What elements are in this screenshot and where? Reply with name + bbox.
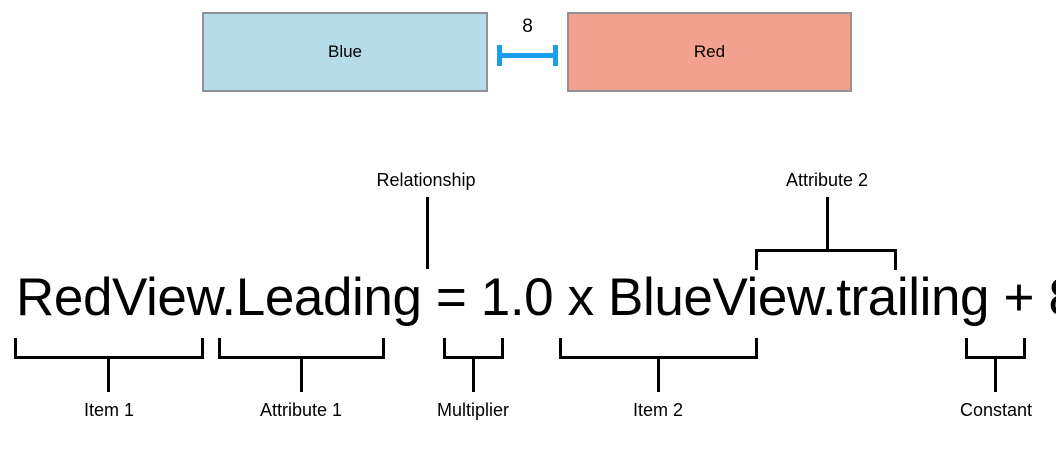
bracket-tick-right (755, 338, 758, 356)
bracket-stem (472, 359, 475, 392)
bracket-tick-right (501, 338, 504, 356)
constraint-formula: RedView.Leading = 1.0 x BlueView.trailin… (16, 268, 1056, 327)
spacing-bar (497, 53, 558, 58)
bracket-stem (300, 359, 303, 392)
item1-bracket (14, 338, 204, 392)
bracket-tick-left (218, 338, 221, 356)
attribute2-stem (826, 197, 829, 249)
spacing-indicator (497, 45, 558, 66)
spacing-cap-right (553, 45, 558, 66)
annotation-relationship-label: Relationship (376, 170, 476, 190)
blue-view-box: Blue (202, 12, 488, 92)
bracket-tick-right (201, 338, 204, 356)
bracket-bar (755, 249, 897, 252)
bracket-stem (657, 359, 660, 392)
bracket-stem (994, 359, 997, 392)
bracket-bar (443, 356, 504, 359)
relationship-stem (426, 197, 429, 269)
bracket-tick-left (559, 338, 562, 356)
attribute1-bracket (218, 338, 385, 392)
annotation-item2-label: Item 2 (632, 400, 684, 420)
multiplier-bracket (443, 338, 504, 392)
bracket-bar (14, 356, 204, 359)
bracket-bar (965, 356, 1026, 359)
bracket-bar (559, 356, 758, 359)
bracket-tick-right (1023, 338, 1026, 356)
bracket-tick-left (965, 338, 968, 356)
annotation-multiplier-label: Multiplier (436, 400, 510, 420)
bracket-tick-left (755, 252, 758, 270)
red-view-box: Red (567, 12, 852, 92)
item2-bracket (559, 338, 758, 392)
attribute2-bracket (755, 231, 897, 270)
bracket-tick-left (443, 338, 446, 356)
annotation-attribute2-label: Attribute 2 (785, 170, 869, 190)
annotation-item1-label: Item 1 (83, 400, 135, 420)
bracket-tick-right (894, 252, 897, 270)
bracket-tick-right (382, 338, 385, 356)
annotation-attribute1-label: Attribute 1 (259, 400, 343, 420)
constant-bracket (965, 338, 1026, 392)
bracket-tick-left (14, 338, 17, 356)
annotation-constant-label: Constant (959, 400, 1033, 420)
bracket-stem (107, 359, 110, 392)
bracket-bar (218, 356, 385, 359)
spacing-value-label: 8 (522, 16, 533, 37)
